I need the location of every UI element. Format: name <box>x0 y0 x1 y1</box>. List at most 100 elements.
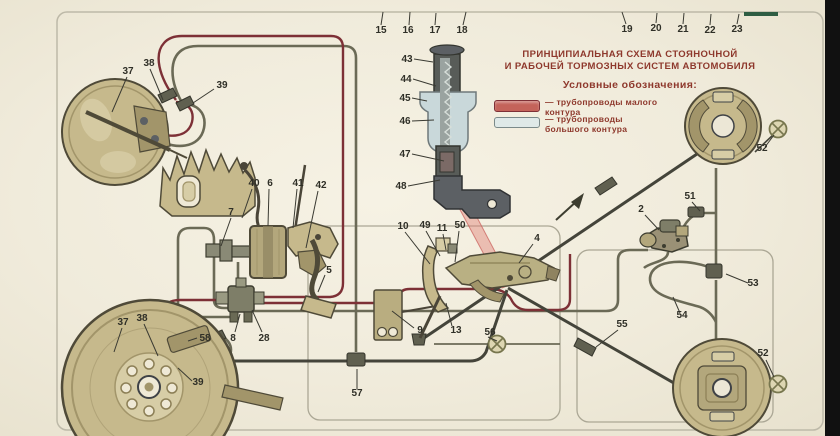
label-leader-line <box>113 327 123 353</box>
part-label-19: 19 <box>621 24 633 35</box>
part-label-53: 53 <box>747 278 759 289</box>
label-leader-line <box>644 214 660 231</box>
part-label-49: 49 <box>419 220 431 231</box>
pedal-bracket <box>159 147 256 217</box>
label-leader-line <box>407 179 441 187</box>
part-label-57: 57 <box>351 388 363 399</box>
poster-outer-border <box>56 11 824 431</box>
label-leader-line <box>413 58 434 63</box>
label-leader-line <box>595 329 619 348</box>
part-label-8: 8 <box>230 333 236 344</box>
wheel-symbol <box>487 334 507 354</box>
part-label-28: 28 <box>258 333 270 344</box>
pressure-regulator <box>639 219 689 253</box>
label-leader-line <box>251 309 263 333</box>
right-rear-drum-brake-top <box>684 87 762 165</box>
label-leader-line <box>621 11 627 25</box>
part-label-46: 46 <box>399 116 411 127</box>
part-label-44: 44 <box>400 74 412 85</box>
diagram-title-line1: ПРИНЦИПИАЛЬНАЯ СХЕМА СТОЯНОЧНОЙ <box>522 49 738 60</box>
brake-pedal-pad <box>300 295 337 319</box>
part-label-47: 47 <box>399 149 411 160</box>
part-label-37: 37 <box>117 317 129 328</box>
label-leader-line <box>317 274 326 293</box>
label-leader-line <box>709 13 712 26</box>
part-label-21: 21 <box>677 24 689 35</box>
diagram-title: ПРИНЦИПИАЛЬНАЯ СХЕМА СТОЯНОЧНОЙ И РАБОЧЕ… <box>500 49 760 74</box>
part-label-58: 58 <box>199 333 211 344</box>
part-label-23: 23 <box>731 24 743 35</box>
part-label-39: 39 <box>216 80 228 91</box>
label-leader-line <box>404 231 431 265</box>
label-leader-line <box>434 12 437 26</box>
hand-lever <box>444 251 556 289</box>
part-label-4: 4 <box>534 233 540 244</box>
label-leader-line <box>267 188 270 227</box>
label-leader-line <box>149 68 164 101</box>
distribution-block <box>215 277 265 323</box>
label-leader-line <box>691 201 701 212</box>
label-leader-line <box>411 119 435 122</box>
scan-green-strip <box>744 12 778 16</box>
part-label-56: 56 <box>484 327 496 338</box>
part-label-50: 50 <box>454 220 466 231</box>
label-leader-line <box>241 188 253 219</box>
part-label-41: 41 <box>292 178 304 189</box>
part-label-17: 17 <box>429 25 441 36</box>
label-leader-line <box>655 12 658 24</box>
part-label-43: 43 <box>401 54 413 65</box>
label-leader-line <box>412 78 437 87</box>
label-leader-line <box>143 323 159 357</box>
part-label-38: 38 <box>136 313 148 324</box>
inner-panel-left-outline <box>307 225 561 421</box>
legend-swatch-small-circuit <box>494 100 540 112</box>
right-rear-drum-brake-bottom <box>672 338 772 436</box>
front-left-drum-brake <box>61 78 188 186</box>
part-label-20: 20 <box>650 23 662 34</box>
part-label-38: 38 <box>143 58 155 69</box>
legend-label-small-circuit: — трубопроводы малого контура <box>545 97 658 118</box>
part-label-22: 22 <box>704 25 716 36</box>
label-leader-line <box>682 12 685 25</box>
part-label-40: 40 <box>248 178 260 189</box>
part-label-55: 55 <box>616 319 628 330</box>
label-leader-line <box>391 310 415 329</box>
label-leader-line <box>462 11 467 26</box>
label-leader-line <box>445 302 453 327</box>
wheel-symbol <box>768 374 788 394</box>
label-leader-line <box>234 313 241 333</box>
part-label-11: 11 <box>437 223 448 234</box>
label-leader-line <box>764 134 775 148</box>
label-leader-line <box>292 188 298 229</box>
part-label-45: 45 <box>399 93 411 104</box>
wheel-symbols <box>487 119 788 394</box>
label-leader-line <box>411 97 428 102</box>
label-leader-line <box>220 217 232 247</box>
part-label-9: 9 <box>417 325 423 336</box>
part-label-42: 42 <box>315 180 327 191</box>
label-leader-line <box>187 337 198 342</box>
part-label-18: 18 <box>456 25 468 36</box>
legend-swatch-large-circuit <box>494 117 540 128</box>
master-cylinder-cutaway <box>419 44 511 219</box>
wheel-symbol <box>768 119 788 139</box>
part-label-15: 15 <box>375 25 387 36</box>
label-leader-line <box>408 11 411 26</box>
part-label-10: 10 <box>397 221 409 232</box>
label-leader-line <box>111 76 128 113</box>
rear-left-drum-brake <box>60 298 284 436</box>
part-label-5: 5 <box>326 265 332 276</box>
part-label-13: 13 <box>450 325 462 336</box>
parking-brake-lever-assembly <box>373 193 584 341</box>
label-leader-line <box>454 230 460 263</box>
label-leader-line <box>177 367 193 382</box>
part-label-52: 52 <box>757 348 769 359</box>
part-label-48: 48 <box>395 181 407 192</box>
label-leader-line <box>736 13 740 25</box>
part-label-6: 6 <box>267 178 273 189</box>
part-label-7: 7 <box>228 207 234 218</box>
label-leader-line <box>672 296 681 314</box>
part-label-54: 54 <box>676 310 688 321</box>
part-label-39: 39 <box>192 377 204 388</box>
